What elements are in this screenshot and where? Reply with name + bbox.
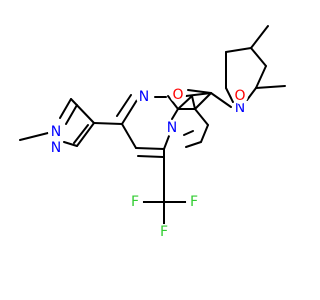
bond bbox=[250, 25, 269, 49]
bond bbox=[59, 98, 72, 119]
bond bbox=[194, 108, 209, 126]
bond bbox=[93, 122, 123, 125]
atom-o1: O bbox=[170, 87, 186, 103]
bond bbox=[183, 130, 194, 136]
atom-n3: N bbox=[136, 89, 152, 105]
atom-label: O bbox=[172, 87, 183, 103]
atom-label: F bbox=[160, 224, 168, 240]
bond bbox=[185, 141, 202, 148]
bond bbox=[63, 141, 78, 147]
atom-n2: N bbox=[48, 140, 64, 156]
atom-n4: N bbox=[164, 120, 180, 136]
bond bbox=[116, 94, 132, 117]
bond bbox=[65, 104, 78, 125]
atom-f1: F bbox=[127, 194, 143, 210]
atom-labels: N N N N N O O F bbox=[48, 87, 248, 240]
bond bbox=[171, 108, 179, 120]
atom-n5: N bbox=[232, 100, 248, 116]
bond bbox=[185, 92, 212, 97]
bond bbox=[19, 132, 49, 141]
atom-f3: F bbox=[156, 224, 172, 240]
bond bbox=[250, 47, 267, 67]
atom-n1: N bbox=[48, 124, 64, 140]
bond bbox=[73, 124, 89, 144]
bond bbox=[135, 147, 165, 150]
bond bbox=[70, 98, 95, 124]
bond bbox=[76, 122, 95, 147]
bond bbox=[225, 87, 234, 103]
atom-label: F bbox=[190, 194, 198, 210]
bond bbox=[187, 89, 212, 94]
atom-o2: O bbox=[232, 88, 248, 104]
atom-f2: F bbox=[186, 194, 202, 210]
bond bbox=[121, 99, 138, 125]
atom-label: N bbox=[51, 124, 61, 140]
bond bbox=[167, 95, 179, 110]
bond bbox=[246, 87, 257, 101]
bonds bbox=[19, 25, 286, 227]
bond bbox=[137, 155, 164, 158]
bond bbox=[225, 47, 252, 53]
atom-label: N bbox=[235, 100, 245, 116]
bond bbox=[255, 85, 286, 89]
atom-label: O bbox=[234, 88, 245, 104]
bond bbox=[163, 135, 170, 150]
bond bbox=[210, 92, 232, 108]
structure-diagram: N N N N N O O F bbox=[19, 25, 286, 240]
bond bbox=[200, 124, 209, 143]
atom-label: N bbox=[51, 140, 61, 156]
bond bbox=[121, 123, 137, 149]
bond bbox=[255, 65, 267, 89]
bond bbox=[191, 95, 196, 110]
atom-label: N bbox=[139, 89, 149, 105]
bond bbox=[177, 95, 193, 110]
bond bbox=[194, 92, 212, 110]
atom-label: N bbox=[167, 120, 177, 136]
atom-label: F bbox=[131, 194, 139, 210]
